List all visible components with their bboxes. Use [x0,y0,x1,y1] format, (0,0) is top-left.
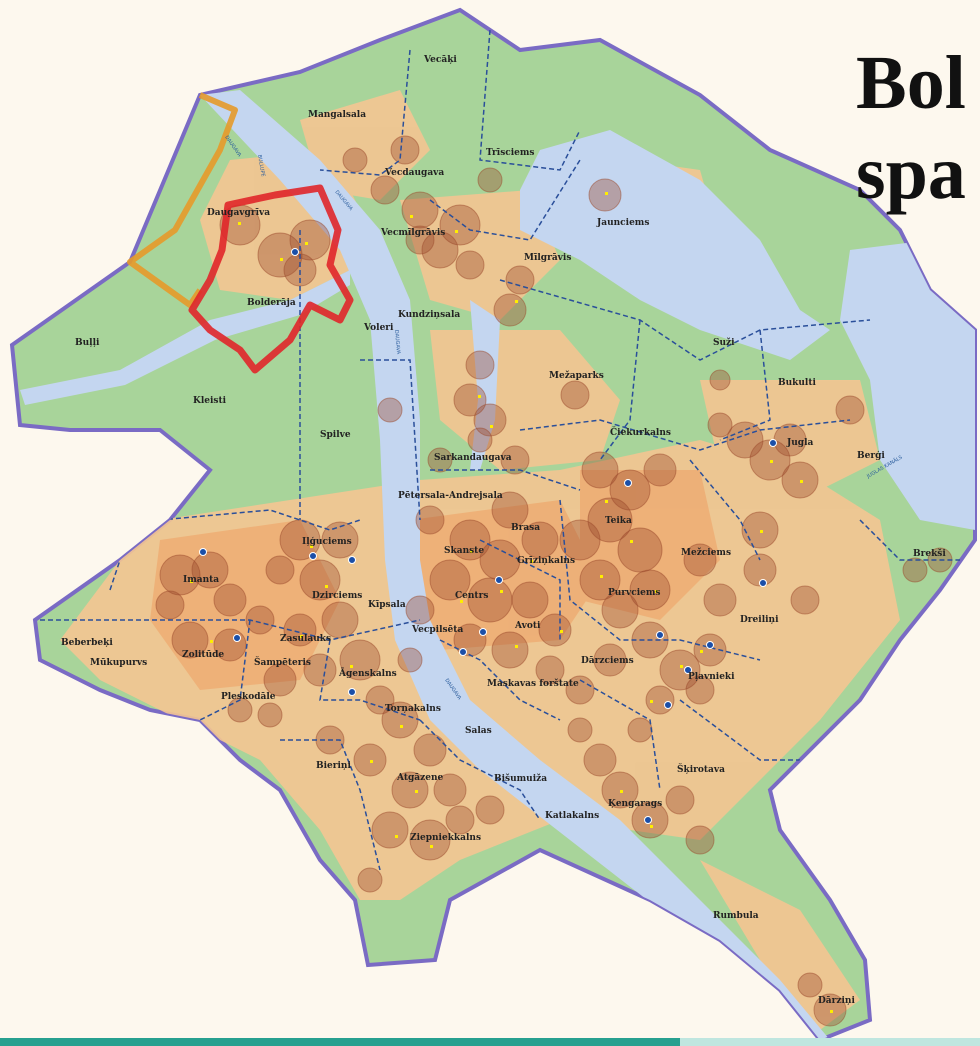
label-bergi: Berģi [857,451,885,461]
label-kleisti: Kleisti [193,396,227,406]
district-labels: Vecāķi Mangalsala Trīsciems Vecdaugava D… [61,55,946,1006]
label-mezciems: Mežciems [681,547,731,558]
label-agenskalns: Āgenskalns [338,667,397,679]
label-plavnieki: Pļavnieki [688,672,735,682]
label-mukupurvs: Mūkupurvs [90,658,147,668]
label-teika: Teika [605,516,632,526]
label-darzini: Dārziņi [818,996,855,1006]
label-dreilini: Dreiliņi [740,615,779,625]
label-spilve: Spilve [320,430,351,440]
label-daugavgriva: Daugavgrīva [207,208,270,218]
slide-title-line-2: spa [856,131,966,215]
label-tornakalns: Torņakalns [385,704,441,714]
highlight-daugavgriva [127,92,238,308]
coverage-circles [155,135,953,1027]
label-grizinkalns: Grīziņkalns [517,556,575,566]
slide-title-line-1: Bol [856,41,966,125]
label-ziepniekkalns: Ziepniekkalns [410,833,481,843]
label-vecmilgravis: Vecmīlgrāvis [380,228,445,238]
label-bierini: Bieriņi [316,761,351,771]
label-sarkandaugava: Sarkandaugava [434,453,512,463]
label-kipsala: Kīpsala [368,600,406,610]
label-jaunciems: Jaunciems [596,218,649,228]
label-vecdaugava: Vecdaugava [384,168,444,178]
label-bolderaja: Bolderāja [247,298,296,308]
bottom-accent-bar [0,1038,980,1046]
label-bukulti: Bukulti [778,378,817,388]
label-brasa: Brasa [511,523,540,533]
label-salas: Salas [465,726,492,736]
highlight-bolderaja [188,184,354,374]
label-river-daugava-3: DAUGAVA [393,330,401,355]
label-avoti: Avoti [514,621,541,631]
label-vecpilseta: Vecpilsēta [411,625,463,635]
label-centrs: Centrs [455,591,488,601]
water-bodies [20,90,975,1040]
label-atgazene: Atgāzene [396,773,443,783]
label-kengarags: Ķengarags [608,799,662,809]
label-katlakalns: Katlakalns [545,811,599,821]
yellow-points [190,192,833,1013]
label-jugla: Jugla [786,438,814,448]
label-darzciems: Dārzciems [581,656,634,666]
label-sampeteris: Šampēteris [254,656,311,668]
label-zolitude: Zolitūde [182,650,224,660]
service-points [199,248,777,824]
label-mangalsala: Mangalsala [308,110,366,120]
label-bulli: Buļļi [75,338,100,348]
lake-kisezers [520,130,830,360]
label-maskavas-forstate: Maskavas forštate [487,678,579,689]
label-petersala: Pētersala-Andrejsala [398,491,503,501]
label-ilguciems: Iļģuciems [302,537,352,547]
label-imanta: Imanta [183,575,219,585]
label-mezaparks: Mežaparks [549,370,604,381]
bottom-accent-bar-light [680,1038,980,1046]
label-voleri: Voleri [363,323,394,333]
label-milgravis: Mīlgrāvis [524,253,571,263]
label-river-bullupe: BULLUPE [256,154,266,177]
label-suzi: Suži [713,337,735,348]
label-rumbula: Rumbula [713,911,759,921]
label-breksi: Brekši [913,548,946,559]
label-trisciems: Trīsciems [486,148,535,158]
label-bisumuiza: Bišumuiža [494,773,547,784]
label-skirotava: Šķirotava [677,763,725,775]
label-dzirciems: Dzirciems [312,591,362,601]
label-kundzinsala: Kundziņsala [398,310,460,320]
label-zasulauks: Zasulauks [280,634,331,644]
label-skanste: Skanste [444,546,484,556]
label-purvciems: Purvciems [608,588,661,598]
label-vecaki: Vecāķi [423,55,457,65]
label-ciekurkalns: Čiekurkalns [610,426,671,438]
label-pleskodale: Pleskodāle [221,692,276,702]
label-beberbeki: Beberbeķi [61,638,113,648]
lake-juglas [840,240,975,530]
slide-title: Bol spa [856,38,980,218]
bullupe-river [20,270,350,405]
